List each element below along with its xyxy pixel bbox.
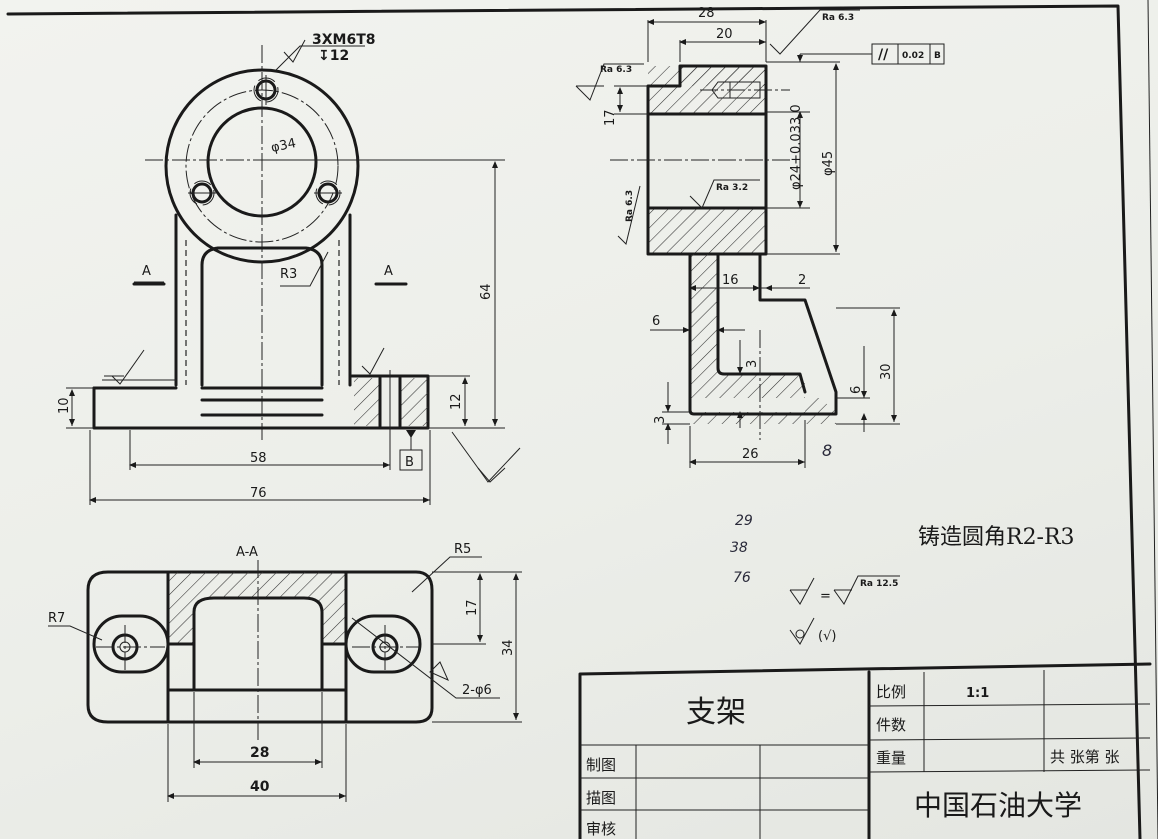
traced-label: 描图: [586, 789, 616, 807]
dim-20-side: 20: [716, 27, 733, 42]
dim-28-side: 28: [698, 6, 715, 21]
dim-8: 8: [822, 441, 832, 460]
dim-base-10: 10: [57, 397, 72, 414]
dim-28-section: 28: [250, 745, 269, 761]
dim-58: 58: [250, 451, 267, 466]
title-block-text: 支架 比例 1:1 件数 重量 共 张第 张 制图 描图 审核 中国石油大学: [586, 683, 1120, 838]
weight-label: 重量: [876, 749, 906, 767]
thread-callout: 3XM6T8: [312, 32, 376, 48]
handwritten-2: 38: [730, 540, 748, 556]
casting-fillet-note: 铸造圆角R2-R3: [918, 525, 1075, 550]
dim-26: 26: [742, 447, 759, 462]
ra-top: Ra 6.3: [822, 13, 854, 23]
dim-17-section: 17: [465, 599, 480, 616]
ra-left-lower: Ra 6.3: [625, 190, 635, 222]
front-view-text: 3XM6T8 ↧12 φ34 R3 A A 64 10 12 58 76 B: [57, 32, 494, 501]
dim-34-section: 34: [501, 639, 516, 656]
scale-label: 比例: [876, 683, 906, 701]
tolerance-datum: B: [934, 51, 941, 61]
dim-3-top: 3: [745, 360, 760, 368]
dim-base-12: 12: [449, 393, 464, 410]
checked-label: 审核: [586, 820, 616, 838]
roughness-value: Ra 12.5: [860, 579, 898, 589]
notes: 铸造圆角R2-R3 = Ra 12.5 (√) 29 38 76: [730, 513, 1075, 645]
sheet-border: [6, 4, 1142, 839]
dim-30: 30: [879, 363, 894, 380]
drawn-label: 制图: [586, 756, 616, 774]
handwritten-1: 29: [735, 513, 753, 529]
section-mark-right: A: [384, 264, 393, 279]
organization: 中国石油大学: [914, 789, 1082, 822]
dim-phi45: φ45: [821, 151, 836, 176]
dim-16: 16: [722, 273, 739, 288]
dim-17-side: 17: [603, 109, 618, 126]
tolerance-symbol: //: [878, 47, 889, 63]
dim-3-bottom: 3: [653, 416, 668, 424]
sheet-edge-right: [1147, 0, 1158, 839]
as-cast-symbol: [789, 617, 815, 645]
dim-height-64: 64: [479, 283, 494, 300]
title-block: [578, 662, 1152, 839]
roughness-equals: =: [820, 589, 831, 604]
bore-dia-label: φ34: [270, 136, 298, 156]
side-view: [575, 9, 945, 468]
quantity-label: 件数: [876, 716, 906, 734]
dim-6-web: 6: [652, 314, 660, 329]
as-cast-note: (√): [818, 629, 836, 644]
roughness-symbol-left: [789, 577, 815, 605]
section-label: A-A: [236, 545, 258, 560]
section-text: A-A R5 R7 17 34 2-φ6 28 40: [48, 542, 516, 795]
section-aa: [48, 556, 522, 802]
tolerance-value: 0.02: [902, 51, 924, 61]
ra-bore: Ra 3.2: [716, 183, 748, 193]
front-view: [66, 39, 521, 505]
ra-left: Ra 6.3: [600, 65, 632, 75]
dim-76: 76: [250, 486, 267, 501]
dim-2: 2: [798, 273, 806, 288]
dim-6-foot: 6: [849, 386, 864, 394]
sheet-info: 共 张第 张: [1050, 748, 1120, 766]
part-name: 支架: [686, 695, 746, 730]
thread-depth: ↧12: [318, 48, 349, 64]
section-mark-left: A: [142, 264, 151, 279]
handwritten-3: 76: [733, 570, 751, 586]
dim-bore-24: φ24+0.033 0: [789, 104, 804, 190]
side-view-text: 28 20 Ra 6.3 Ra 6.3 Ra 6.3 Ra 3.2 17 φ24…: [600, 6, 941, 462]
fillet-r5: R5: [454, 542, 471, 557]
fillet-r3-label: R3: [280, 267, 297, 282]
fillet-r7: R7: [48, 611, 65, 626]
dim-40-section: 40: [250, 779, 270, 795]
datum-b-front: B: [405, 455, 414, 470]
scale-value: 1:1: [966, 686, 989, 701]
holes-label: 2-φ6: [462, 683, 492, 698]
